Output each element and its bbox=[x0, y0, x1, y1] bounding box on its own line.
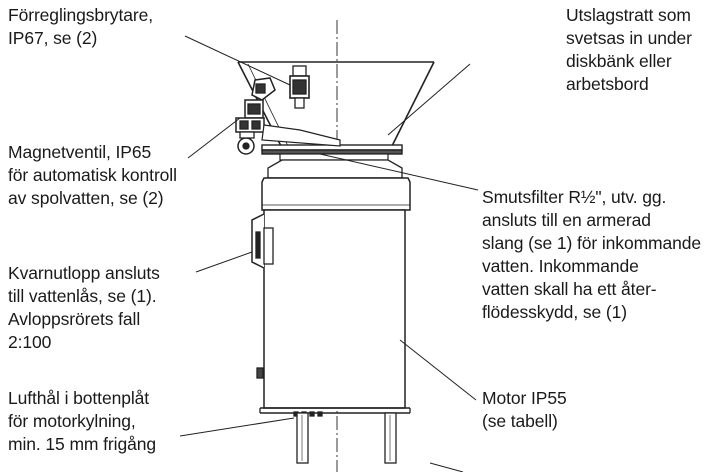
grinder-outlet bbox=[251, 213, 274, 269]
solenoid-valve bbox=[235, 77, 341, 155]
grinder-outlet-label: Kvarnutlopp ansluts till vattenlås, se (… bbox=[8, 263, 160, 352]
motor-label: Motor IP55 (se tabell) bbox=[482, 388, 567, 431]
air-holes-label: Lufthål i bottenplåt för motorkylning, m… bbox=[8, 388, 156, 454]
flange-ring bbox=[261, 144, 403, 161]
drain-plug bbox=[256, 367, 264, 379]
hopper-label: Utslagstratt som svetsas in under diskbä… bbox=[566, 5, 692, 94]
motor-body bbox=[259, 209, 411, 414]
leader-lines bbox=[179, 35, 479, 472]
solenoid-valve-label: Magnetventil, IP65 för automatisk kontro… bbox=[8, 142, 177, 208]
dirt-filter-label: Smutsfilter R½", utv. gg. ansluts till e… bbox=[482, 187, 702, 322]
legs bbox=[296, 412, 397, 464]
upper-housing bbox=[261, 159, 411, 211]
interlock-switch-label: Förreglingsbrytare, IP67, se (2) bbox=[8, 5, 153, 48]
interlock-switch bbox=[289, 65, 310, 109]
